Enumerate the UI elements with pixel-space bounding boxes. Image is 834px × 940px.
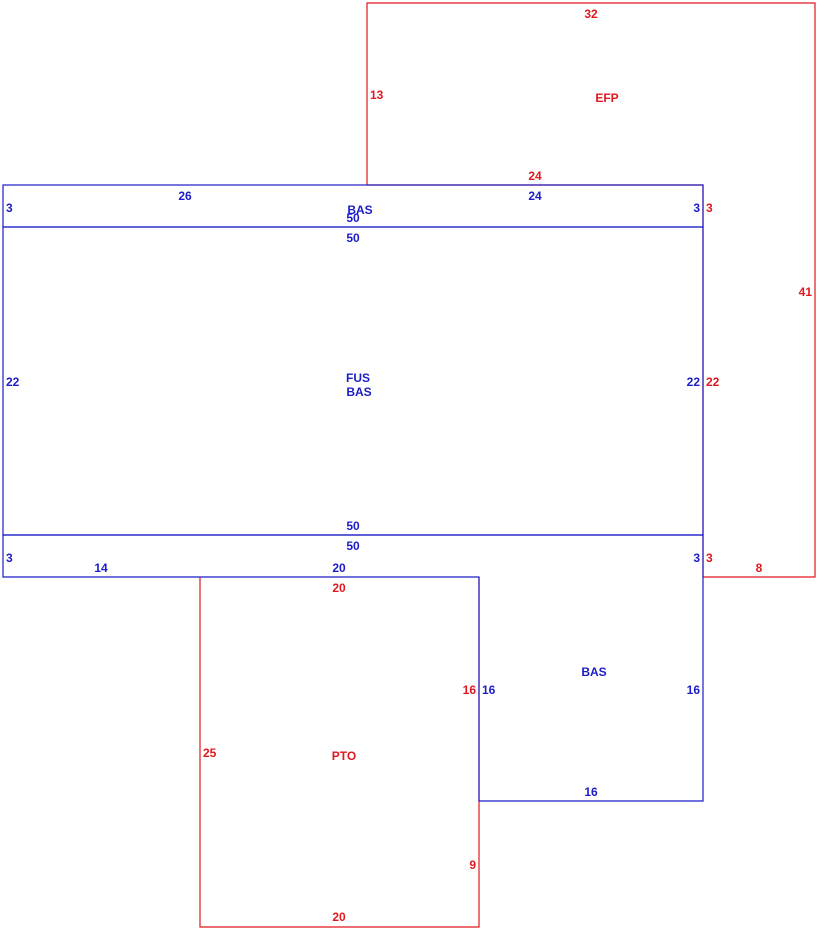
efp-dim-bottom-right: 8 — [756, 561, 763, 575]
fus-bas-dim-top: 50 — [346, 231, 360, 245]
efp-dim-right-outer: 41 — [799, 285, 813, 299]
efp-dim-right-low: 3 — [706, 551, 713, 565]
fus-bas-dim-right: 22 — [687, 375, 701, 389]
efp-area: EFP 32 13 24 3 22 3 41 8 — [370, 7, 812, 575]
efp-dim-left: 13 — [370, 88, 384, 102]
efp-dim-right-mid: 22 — [706, 375, 720, 389]
pto-label: PTO — [332, 749, 356, 763]
pto-dim-right-top: 16 — [463, 683, 477, 697]
bas-lower-area: BAS 50 3 3 14 20 16 16 16 — [6, 539, 700, 799]
bas-lower-dim-inner-left: 16 — [482, 683, 496, 697]
pto-dim-bottom: 20 — [332, 910, 346, 924]
bas-lower-dim-left: 3 — [6, 551, 13, 565]
bas-top-dim-left: 3 — [6, 201, 13, 215]
bas-lower-dim-bottom-mid: 20 — [332, 561, 346, 575]
fus-bas-dim-left: 22 — [6, 375, 20, 389]
bas-top-dim-right: 3 — [693, 201, 700, 215]
bas-top-dim-top-right: 24 — [528, 189, 542, 203]
bas-lower-dim-bottom-left: 14 — [94, 561, 108, 575]
fus-bas-label-1: FUS — [346, 371, 370, 385]
pto-dim-right-bottom: 9 — [469, 858, 476, 872]
bas-lower-outline — [2, 534, 704, 802]
pto-dim-top: 20 — [332, 581, 346, 595]
bas-top-dim-top-left: 26 — [178, 189, 192, 203]
bas-lower-dim-top: 50 — [346, 539, 360, 553]
bas-lower-dim-right-long: 16 — [687, 683, 701, 697]
bas-top-label: BAS — [347, 203, 372, 217]
bas-lower-label: BAS — [581, 665, 606, 679]
bas-lower-dim-bottom: 16 — [584, 785, 598, 799]
efp-dim-right-step: 3 — [706, 201, 713, 215]
pto-area: PTO 20 25 16 9 20 — [203, 581, 476, 924]
efp-dim-top: 32 — [584, 7, 598, 21]
efp-dim-bottom-inner: 24 — [528, 169, 542, 183]
efp-outline — [366, 2, 816, 578]
bas-lower-dim-right: 3 — [693, 551, 700, 565]
pto-dim-left: 25 — [203, 746, 217, 760]
blue-outlines — [2, 184, 704, 802]
bas-top-area: BAS 26 24 3 3 50 — [6, 189, 700, 225]
bas-top-dim-bottom: 50 — [346, 211, 360, 225]
red-outlines — [199, 2, 816, 928]
efp-label: EFP — [595, 91, 618, 105]
fus-bas-label-2: BAS — [346, 385, 371, 399]
fus-bas-area: FUS BAS 50 22 22 50 — [6, 231, 700, 533]
fus-bas-dim-bottom: 50 — [346, 519, 360, 533]
